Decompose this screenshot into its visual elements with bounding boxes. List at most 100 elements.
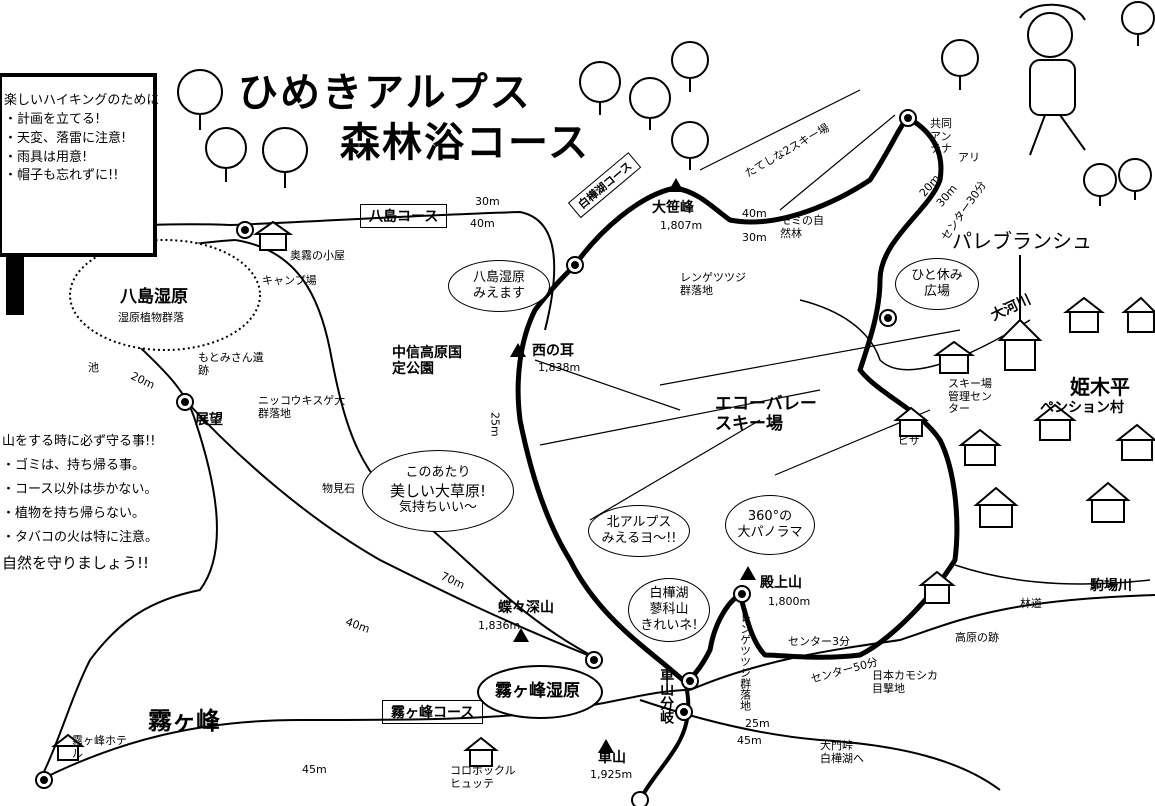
map-title-line1: ひめきアルプス <box>238 69 532 116</box>
label-kirigamine-hotel: 霧ヶ峰ホテル <box>72 734 127 760</box>
bubble-line: 八島湿原 <box>472 269 525 285</box>
label-komaba: 駒場川 <box>1090 578 1132 594</box>
hiking-route <box>515 115 960 685</box>
bubble-line: 白樺湖 <box>649 585 689 601</box>
bubble-line: きれいネ! <box>640 618 698 634</box>
bubble-line: みえるヨ〜!! <box>601 531 677 546</box>
bubble-line: みえます <box>472 286 525 301</box>
distance-label: 25m <box>745 717 770 730</box>
bubble-line: 蓼科山 <box>649 601 689 617</box>
oomon-line: 白樺湖へ <box>820 751 864 765</box>
waypoints <box>35 109 917 806</box>
signpost-kirigamine: 霧ヶ峰コース <box>382 700 484 724</box>
bubble-line: 北アルプス <box>606 514 672 530</box>
peak-nishinomimi <box>510 343 526 357</box>
oomon-line: 大門峠 <box>820 739 853 752</box>
sign-line: ・計画を立てる! <box>4 111 101 127</box>
label-tonoyama-elev: 1,800m <box>768 595 811 608</box>
sign-line: ・天変、落雷に注意! <box>4 130 127 146</box>
ski-lifts <box>534 89 961 521</box>
bubble-line: 大パノラマ <box>737 525 803 540</box>
label-mushiyama: 蝶々深山 <box>498 600 554 616</box>
label-nishinomimi: 西の耳 <box>532 343 574 359</box>
bubble-shirakaba-view: 白樺湖 蓼科山 きれいネ! <box>628 578 710 642</box>
label-center35: センター3分 <box>788 635 850 648</box>
road-bottom-right <box>639 699 1001 791</box>
distance-label: 40m <box>470 217 495 230</box>
label-ike: 池 <box>88 361 99 374</box>
label-kogen: 高原の跡 <box>955 631 999 644</box>
label-oomon: 大門峠 白樺湖へ <box>820 739 864 765</box>
distance-label: 40m <box>742 207 767 220</box>
sign-line: ・帽子も忘れずに!! <box>4 168 119 184</box>
label-ari: アリ <box>958 151 980 164</box>
label-nikko-kisuge: ニッコウキスゲ大群落地 <box>258 394 346 420</box>
sign-post <box>6 255 24 315</box>
bubble-line: 美しい大草原! <box>389 481 486 500</box>
hiker-illustration <box>1019 3 1086 156</box>
label-pension: ペンション村 <box>1040 400 1124 416</box>
label-rindo: 林道 <box>1020 597 1042 610</box>
rule-line: 自然を守りましょう!! <box>2 554 150 573</box>
houses <box>51 220 1155 767</box>
parlebranche-building <box>997 255 1043 371</box>
label-himekidaira: 姫木平 <box>1070 375 1130 399</box>
river-okawa <box>799 299 1031 371</box>
bubble-yashima-view: 八島湿原 みえます <box>448 260 550 312</box>
peak-tonoyama <box>740 566 756 580</box>
distance-label: 45m <box>737 734 762 747</box>
label-tenbo: 展望 <box>195 412 223 428</box>
label-tonoyama: 殿上山 <box>760 575 802 591</box>
label-koropokkuru: コロボックルヒュッテ <box>450 764 516 790</box>
bubble-sogen: このあたり 美しい大草原! 気持ちいい〜 <box>362 450 514 532</box>
bubble-rest: ひと休み 広場 <box>895 258 979 310</box>
label-renge: レンゲツツジ群落地 <box>680 271 746 297</box>
label-otsuki: 大笹峰 <box>652 200 694 216</box>
distance-label: 45m <box>302 763 327 776</box>
peak-mushiyama <box>513 628 529 642</box>
trees <box>177 1 1155 206</box>
road-mid <box>184 399 601 661</box>
bubble-line: 360°の <box>747 508 793 524</box>
label-renge2: レンゲツツジ群落地 <box>738 612 752 711</box>
bubble-panorama: 360°の 大パノラマ <box>725 495 815 555</box>
label-ski-center: スキー場管理センター <box>948 377 992 416</box>
bubble-line: ひと休み <box>911 267 963 283</box>
label-momi: モミの自然林 <box>780 214 824 240</box>
label-ecovalley: エコーバレースキー場 <box>715 394 817 434</box>
road-bottom <box>39 689 691 781</box>
rule-line: 山をする時に必ず守る事!! <box>2 434 156 449</box>
map-title-line2: 森林浴コース <box>340 119 590 166</box>
label-kyodo-antenna: 共同アンテナ <box>930 117 952 156</box>
signpost-yashima: 八島コース <box>360 204 448 228</box>
label-kuruma-bunki: 車山分岐 <box>658 668 675 724</box>
river-komaba <box>954 564 1151 585</box>
sign-board-text: 楽しいハイキングのために ・計画を立てる! ・天変、落雷に注意! ・雨具は用意!… <box>4 92 159 186</box>
meadow-lower-outline <box>234 239 601 661</box>
distance-label: 25m <box>488 412 502 437</box>
bubble-north-alps: 北アルプス みえるヨ〜!! <box>588 505 690 557</box>
distance-label: 30m <box>475 195 500 208</box>
bubble-line: 気持ちいい〜 <box>398 500 477 516</box>
peak-otsuki <box>668 178 684 192</box>
rules-text: 山をする時に必ず守る事!! ・ゴミは、持ち帰る事。 ・コース以外は歩かない。 ・… <box>2 430 158 578</box>
label-pizza: ピザ <box>898 434 920 447</box>
rule-line: ・植物を持ち帰らない。 <box>2 506 146 522</box>
bubble-line: 広場 <box>923 284 950 299</box>
label-parlebranche: パレブランシュ <box>952 229 1092 253</box>
rule-line: ・ゴミは、持ち帰る事。 <box>2 458 146 474</box>
label-kurumayama-elev: 1,925m <box>590 768 633 781</box>
label-yashima-marsh: 八島湿原 <box>120 287 188 308</box>
label-chushin-kogen: 中信高原国定公園 <box>392 345 462 378</box>
distance-label: 30m <box>742 231 767 244</box>
road-right-lower <box>689 594 1155 691</box>
sign-line: 楽しいハイキングのために <box>4 93 160 108</box>
label-okirinokoya: 奥霧の小屋 <box>290 249 345 262</box>
label-camp: キャンプ場 <box>262 274 317 287</box>
label-kurumayama: 車山 <box>598 750 626 766</box>
label-motomisan: もとみさん遺跡 <box>198 351 264 377</box>
label-mushiyama-elev: 1,836m <box>478 619 521 632</box>
route-to-kurumayama <box>638 681 691 801</box>
sign-line: ・雨具は用意! <box>4 149 88 165</box>
label-marsh-plants: 湿原植物群落 <box>118 311 198 325</box>
